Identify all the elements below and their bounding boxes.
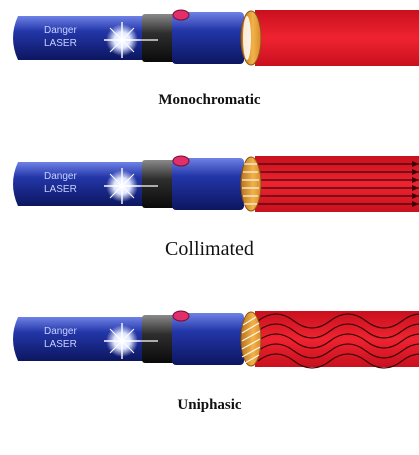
- laser-label-line2: LASER: [44, 38, 77, 49]
- indicator-light: [173, 10, 189, 20]
- panel-monochromatic: Danger LASER Monochromatic: [0, 0, 419, 150]
- laser-label-line1: Danger: [44, 171, 77, 182]
- laser-lens: [241, 157, 261, 211]
- laser-beam: [255, 10, 419, 66]
- indicator-light: [173, 156, 189, 166]
- laser-label-line1: Danger: [44, 326, 77, 337]
- laser-coupler: [142, 14, 176, 62]
- panel-uniphasic: Danger LASER Uniphasic: [0, 305, 419, 455]
- laser-coupler: [142, 315, 176, 363]
- laser-label-line1: Danger: [44, 25, 77, 36]
- caption-collimated: Collimated: [0, 238, 419, 261]
- laser-coupler: [142, 160, 176, 208]
- lens-highlight: [243, 16, 251, 60]
- laser-beam: [255, 311, 419, 367]
- caption-uniphasic: Uniphasic: [0, 397, 419, 414]
- indicator-light: [173, 311, 189, 321]
- laser-label-line2: LASER: [44, 184, 77, 195]
- laser-label-line2: LASER: [44, 339, 77, 350]
- panel-collimated: Danger LASER Collimated: [0, 150, 419, 300]
- laser-diagram-collimated: Danger LASER: [0, 150, 419, 230]
- laser-diagram-monochromatic: Danger LASER: [0, 0, 419, 80]
- laser-diagram-uniphasic: Danger LASER: [0, 305, 419, 385]
- caption-monochromatic: Monochromatic: [0, 92, 419, 109]
